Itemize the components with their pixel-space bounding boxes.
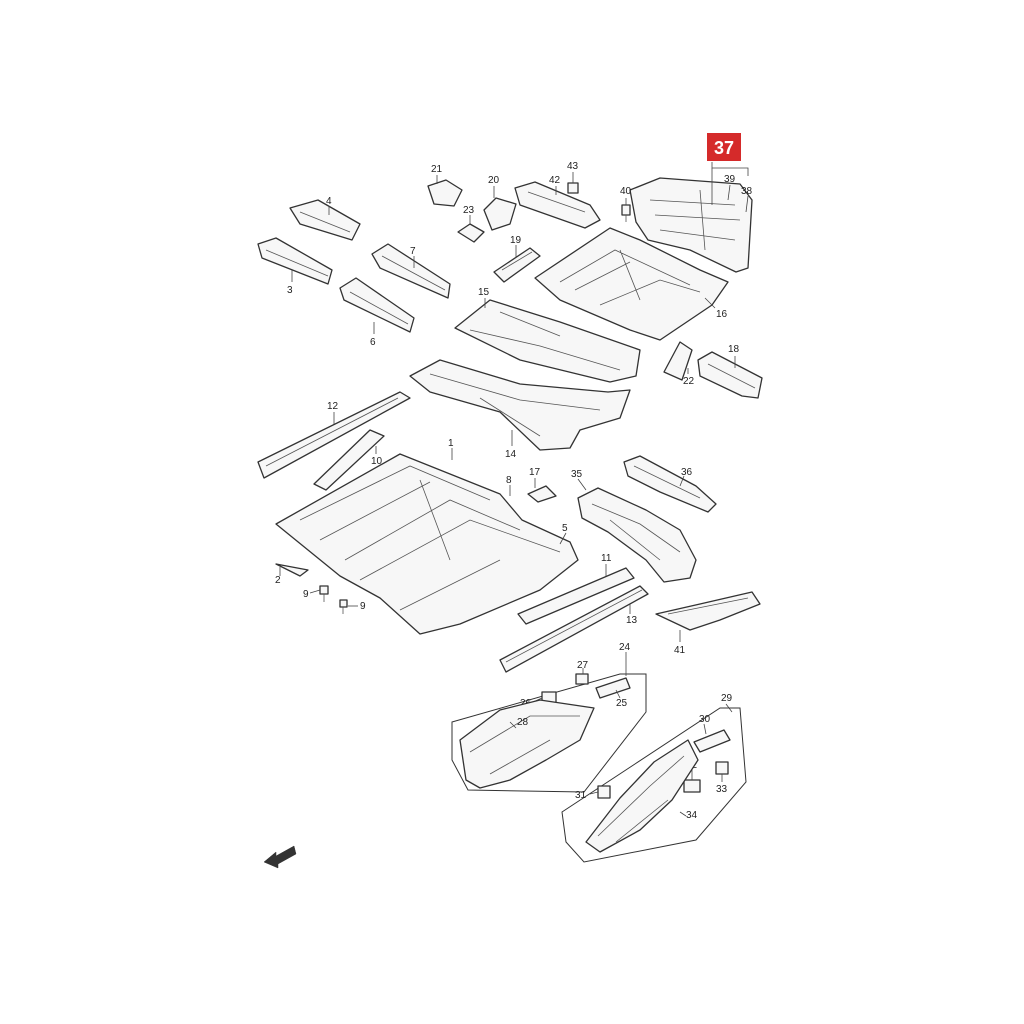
part-28-front-rail[interactable] (459, 699, 595, 789)
callout-22: 22 (683, 376, 695, 387)
callout-13: 13 (626, 615, 638, 626)
callout-24: 24 (619, 642, 631, 653)
part-12-sill[interactable] (257, 391, 411, 479)
callout-1: 1 (448, 438, 454, 449)
callout-42: 42 (549, 175, 561, 186)
part-31-clip[interactable] (597, 785, 611, 799)
part-4-member[interactable] (289, 199, 361, 241)
leader-35 (577, 478, 587, 491)
part-32-bracket[interactable] (683, 779, 701, 793)
part-6-member[interactable] (339, 277, 415, 333)
part-36-member[interactable] (623, 455, 717, 513)
callout-5: 5 (562, 523, 568, 534)
callout-3: 3 (287, 285, 293, 296)
callout-31: 31 (575, 790, 587, 801)
callout-9b: 9 (360, 601, 366, 612)
part-42-bracket[interactable] (514, 181, 601, 229)
group-24 (451, 673, 647, 793)
part-22-bracket[interactable] (663, 341, 693, 381)
leader-34 (679, 811, 687, 817)
callout-15: 15 (478, 287, 490, 298)
callout-20: 20 (488, 175, 500, 186)
callout-36: 36 (681, 467, 693, 478)
front-arrow-icon (263, 845, 297, 869)
part-1-front-floor-pan[interactable] (275, 453, 579, 635)
part-11-sill-inner[interactable] (517, 567, 635, 625)
callout-11: 11 (601, 553, 612, 564)
callout-8: 8 (506, 475, 512, 486)
callout-10: 10 (371, 456, 383, 467)
part-7-member[interactable] (371, 243, 451, 299)
part-21-bracket[interactable] (427, 179, 463, 207)
leader-38 (745, 195, 749, 213)
leader-31 (589, 791, 599, 795)
part-13-sill-outer[interactable] (499, 585, 649, 673)
callout-9a: 9 (303, 589, 309, 600)
leader-28 (509, 721, 517, 729)
callout-38: 38 (741, 186, 753, 197)
callout-4: 4 (326, 196, 332, 207)
callout-16: 16 (716, 309, 728, 320)
part-23-clip[interactable] (457, 223, 485, 243)
leader-36 (679, 475, 685, 487)
part-10-bracket[interactable] (313, 429, 385, 491)
group-29 (561, 707, 747, 863)
callout-23: 23 (463, 205, 475, 216)
leader-30 (703, 723, 707, 735)
callout-27: 27 (577, 660, 589, 671)
callout-14: 14 (505, 449, 517, 460)
part-34-rear-rail[interactable] (585, 739, 699, 853)
callout-2: 2 (275, 575, 281, 586)
callout-18: 18 (728, 344, 740, 355)
part-3-member[interactable] (257, 237, 333, 285)
part-rear-end-panel[interactable] (629, 177, 753, 273)
part-37-label: 37 (714, 138, 734, 158)
callout-19: 19 (510, 235, 522, 246)
part-37-bracket (711, 162, 749, 176)
part-15-floor-section[interactable] (454, 299, 641, 383)
leader-39 (727, 184, 731, 201)
part-27-clip[interactable] (575, 673, 589, 685)
part-17-bracket[interactable] (527, 485, 557, 503)
part-20-bracket[interactable] (483, 197, 517, 231)
part-16-rear-floor-pan[interactable] (534, 227, 729, 341)
callout-40: 40 (620, 186, 632, 197)
part-18-member[interactable] (697, 351, 763, 399)
callout-39: 39 (724, 174, 736, 185)
part-37-badge[interactable]: 37 (707, 133, 741, 161)
callout-35: 35 (571, 469, 583, 480)
part-30-plate[interactable] (693, 729, 731, 753)
callout-7: 7 (410, 246, 416, 257)
callout-41: 41 (674, 645, 686, 656)
part-35-side-member[interactable] (577, 487, 697, 583)
part-43-clip[interactable] (567, 182, 579, 194)
part-40-bolt[interactable] (621, 204, 631, 222)
callout-28: 28 (517, 717, 529, 728)
part-41-member[interactable] (655, 591, 761, 631)
callout-33: 33 (716, 784, 728, 795)
leader-9a (309, 589, 321, 594)
callout-25: 25 (616, 698, 628, 709)
leader-25 (615, 689, 621, 699)
part-19-reinforcement[interactable] (493, 247, 541, 283)
part-33-clip[interactable] (715, 761, 729, 775)
callout-6: 6 (370, 337, 376, 348)
part-25-plate[interactable] (595, 677, 631, 699)
part-9-bolt-a[interactable] (319, 585, 329, 602)
leader-5 (559, 532, 567, 545)
callout-43: 43 (567, 161, 579, 172)
part-2-bracket[interactable] (275, 563, 309, 577)
callout-30: 30 (699, 714, 711, 725)
part-14-crossmember[interactable] (409, 359, 631, 451)
leader-29 (725, 703, 733, 713)
callout-21: 21 (431, 164, 443, 175)
part-9-bolt-b[interactable] (339, 599, 348, 614)
callout-12: 12 (327, 401, 339, 412)
callout-34: 34 (686, 810, 698, 821)
callout-29: 29 (721, 693, 733, 704)
callout-17: 17 (529, 467, 541, 478)
leader-16 (704, 297, 716, 309)
